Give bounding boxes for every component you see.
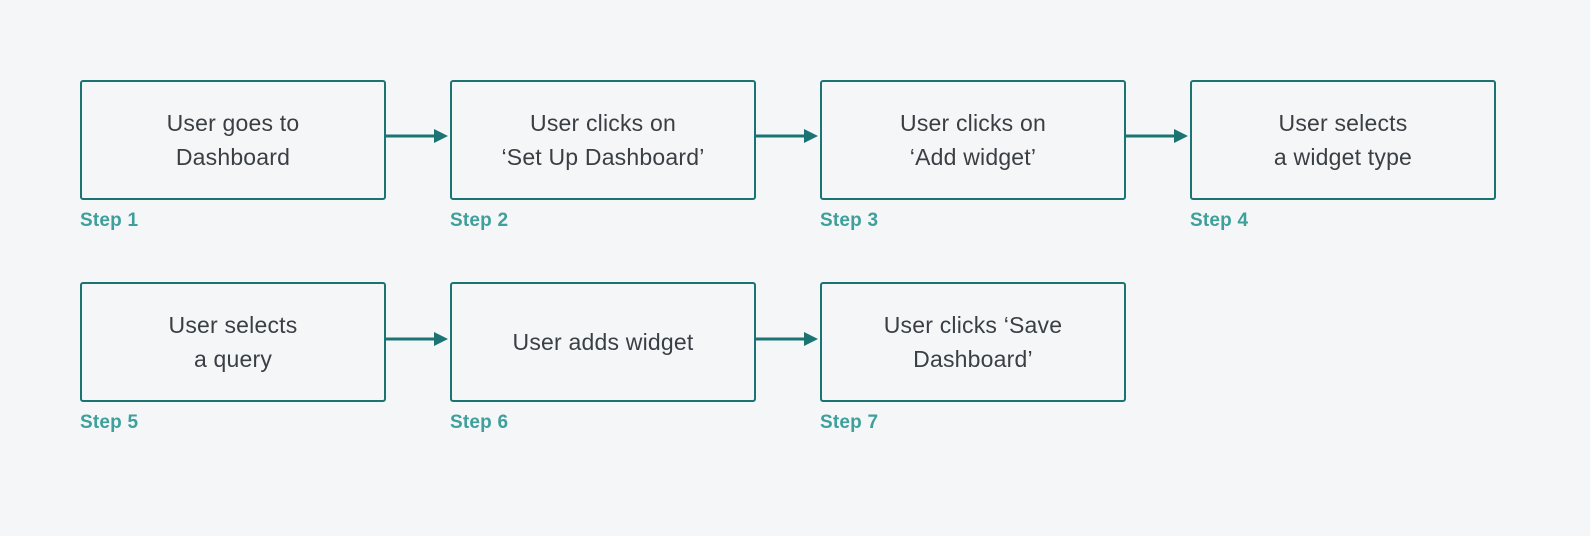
step-text-line: Dashboard (175, 144, 291, 170)
step-4: User selects a widget type Step 4 (1190, 80, 1496, 232)
step-text-line: Dashboard’ (913, 346, 1033, 372)
step-box: User selects a widget type (1190, 80, 1496, 200)
arrow-right-icon (386, 331, 448, 347)
step-box: User adds widget (450, 282, 756, 402)
step-text-line: User selects (168, 312, 298, 338)
step-caption: Step 7 (820, 412, 879, 433)
arrow-right-icon (386, 128, 448, 144)
step-caption: Step 2 (450, 210, 509, 231)
step-5: User selects a query Step 5 (80, 282, 386, 434)
step-text-line: User clicks on (530, 110, 676, 136)
step-text-line: ‘Add widget’ (909, 144, 1037, 170)
step-7: User clicks ‘Save Dashboard’ Step 7 (820, 282, 1126, 434)
step-caption: Step 5 (80, 412, 139, 433)
step-1: User goes to Dashboard Step 1 (80, 80, 386, 232)
step-caption: Step 4 (1190, 210, 1249, 231)
step-text-line: User clicks on (900, 110, 1046, 136)
step-text-line: User selects (1278, 110, 1408, 136)
step-text-line: a query (193, 346, 273, 372)
step-box: User clicks ‘Save Dashboard’ (820, 282, 1126, 402)
step-text-line: ‘Set Up Dashboard’ (501, 144, 705, 170)
step-box: User clicks on ‘Add widget’ (820, 80, 1126, 200)
step-box: User goes to Dashboard (80, 80, 386, 200)
step-3: User clicks on ‘Add widget’ Step 3 (820, 80, 1126, 232)
arrow-right-icon (756, 331, 818, 347)
step-box: User selects a query (80, 282, 386, 402)
step-text-line: User adds widget (512, 329, 694, 355)
step-text-line: a widget type (1273, 144, 1413, 170)
step-caption: Step 3 (820, 210, 879, 231)
arrow-right-icon (756, 128, 818, 144)
step-caption: Step 1 (80, 210, 139, 231)
step-2: User clicks on ‘Set Up Dashboard’ Step 2 (450, 80, 756, 232)
step-text-line: User clicks ‘Save (883, 312, 1063, 338)
step-box: User clicks on ‘Set Up Dashboard’ (450, 80, 756, 200)
step-6: User adds widget Step 6 (450, 282, 756, 434)
step-text-line: User goes to (166, 110, 300, 136)
arrow-right-icon (1126, 128, 1188, 144)
step-caption: Step 6 (450, 412, 509, 433)
